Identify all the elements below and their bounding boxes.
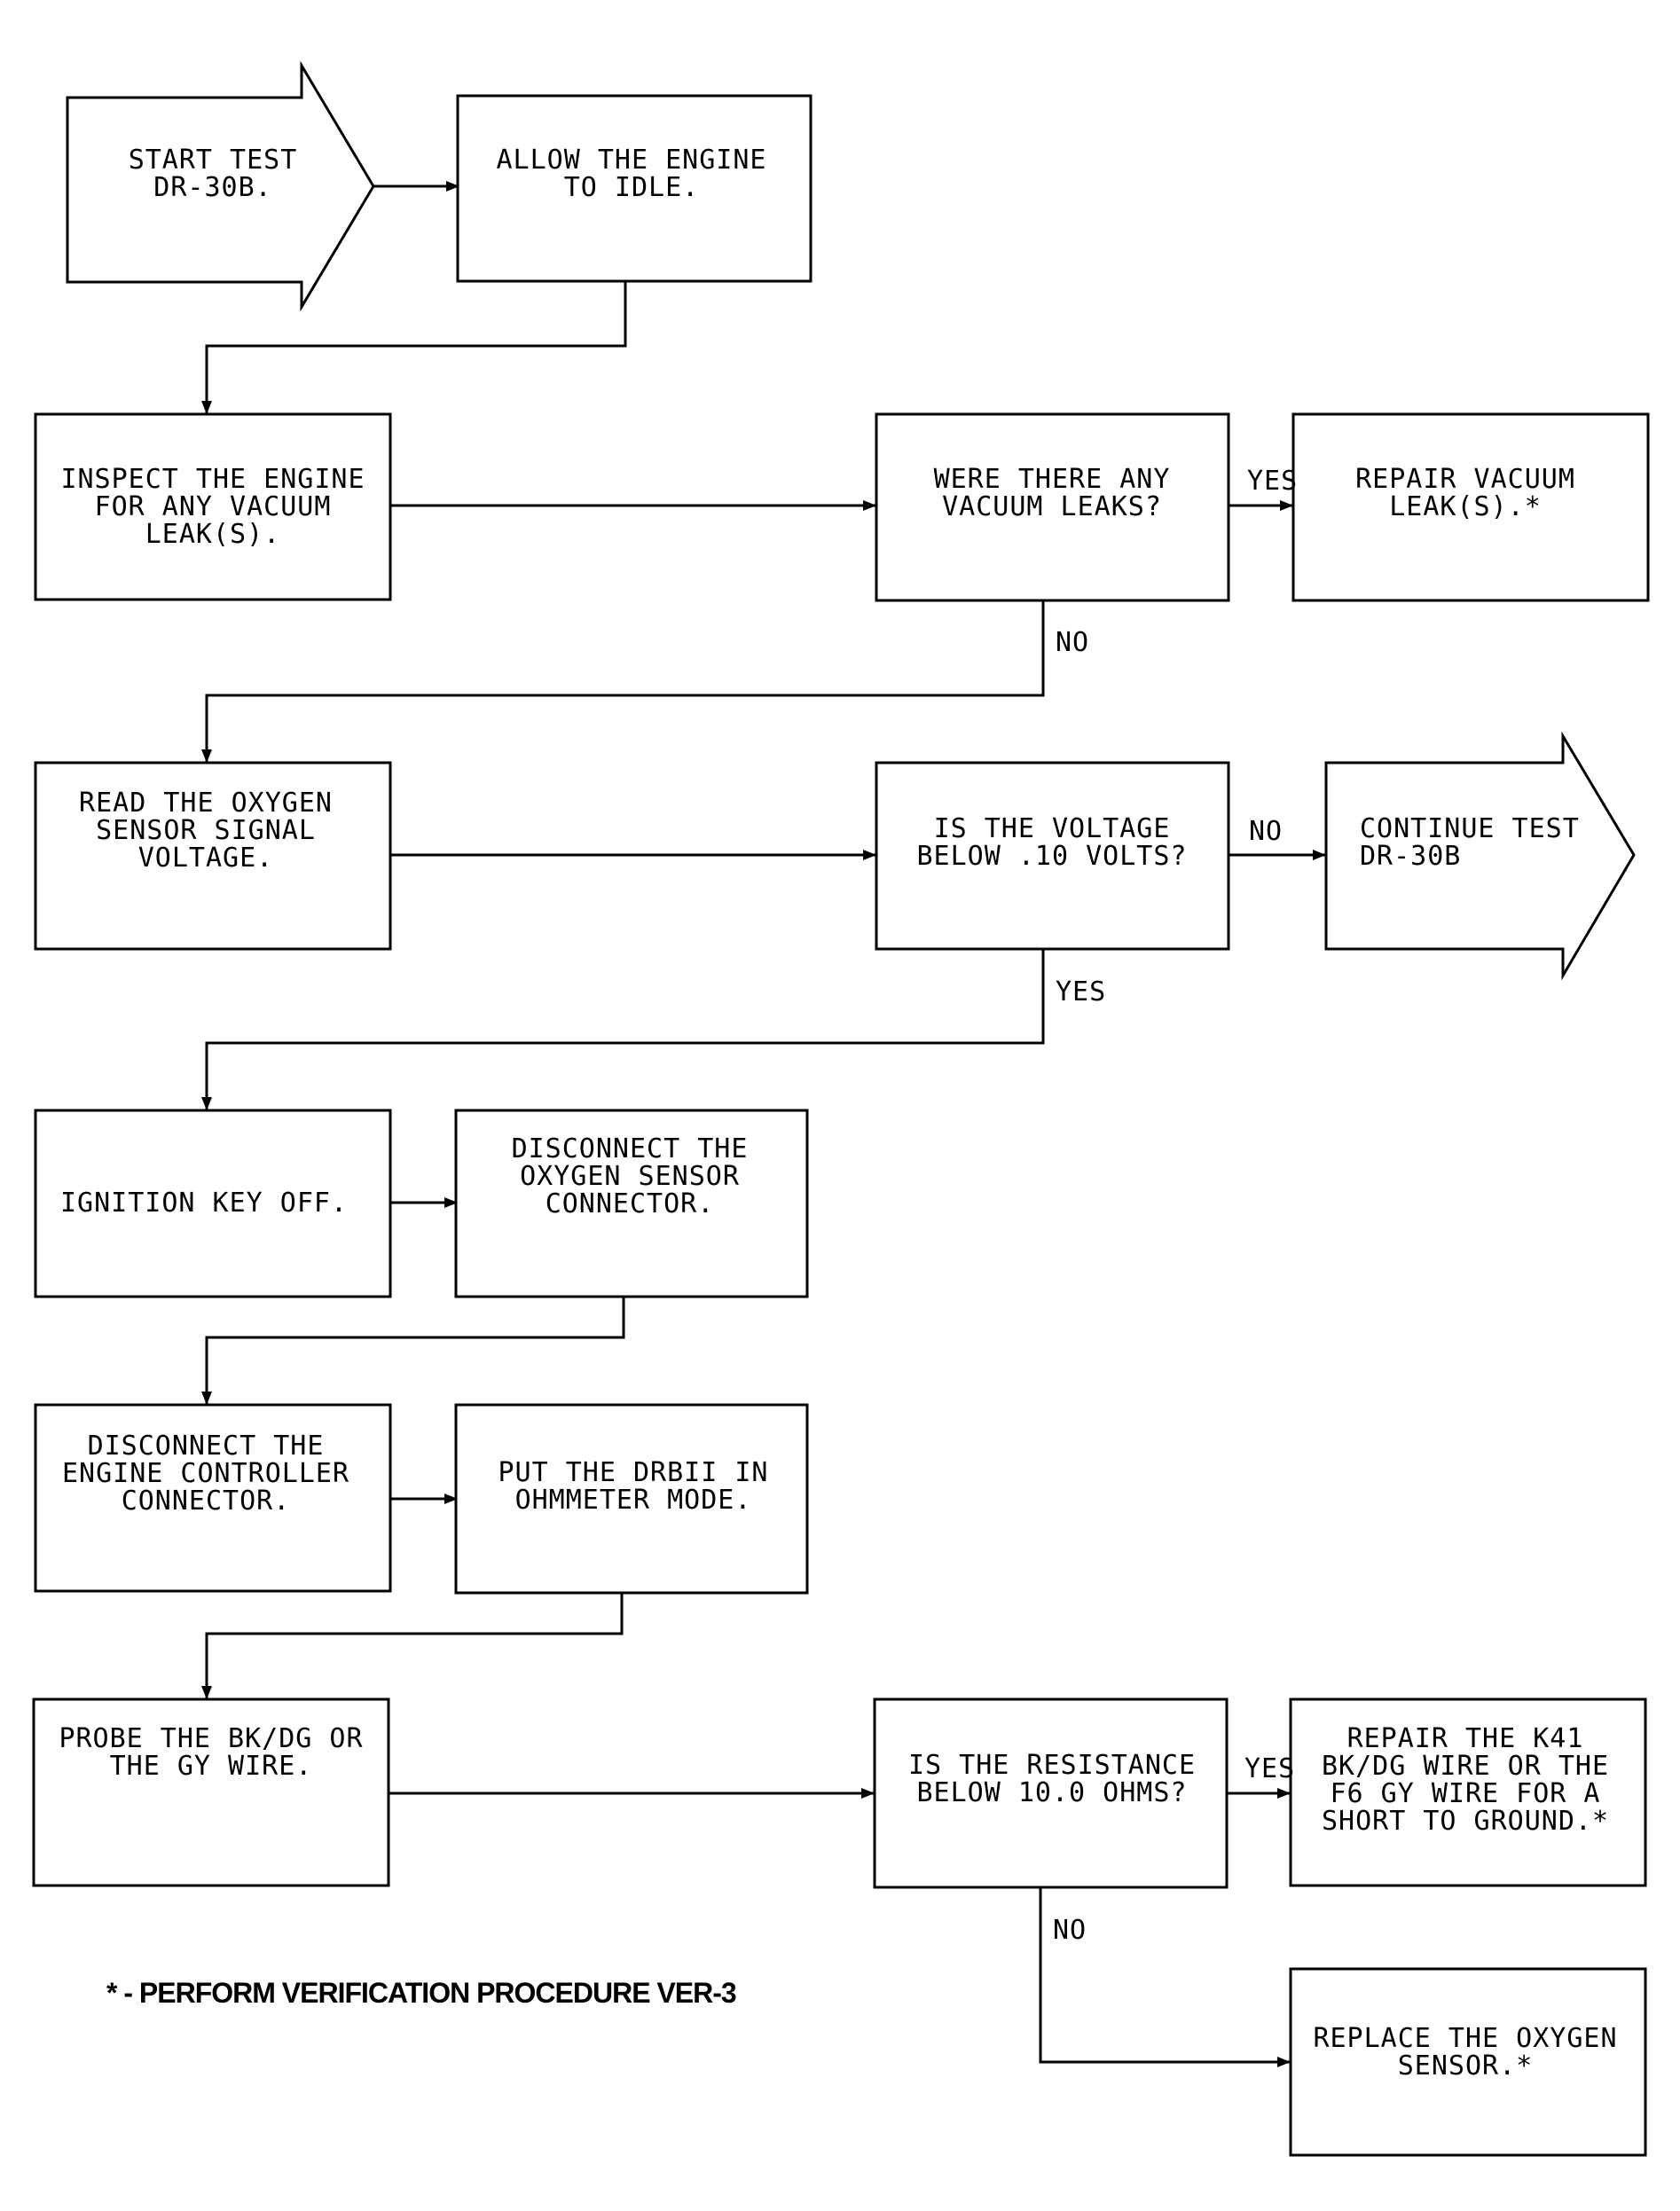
resistance-yes-label: YES <box>1244 1753 1295 1784</box>
repair-vacuum-label-line: REPAIR VACUUM <box>1355 464 1575 495</box>
repair-vacuum-box <box>1291 412 1650 602</box>
probe-wire-label-line: PROBE THE BK/DG OR <box>59 1723 363 1754</box>
vacuum-leaks-question-label-line: WERE THERE ANY <box>934 464 1171 495</box>
replace-o2-label-line: SENSOR.* <box>1398 2050 1534 2082</box>
disconnect-o2-label-line: CONNECTOR. <box>546 1188 715 1219</box>
edge-labels: YES NO NO YES YES NO <box>1053 466 1298 1946</box>
vacuum-yes-label: YES <box>1247 466 1298 497</box>
voltage-question-box <box>875 761 1230 951</box>
resistance-question-label-line: IS THE RESISTANCE <box>908 1750 1196 1781</box>
read-oxygen-label-line: VOLTAGE. <box>138 843 274 874</box>
resistance-question-label-line: BELOW 10.0 OHMS? <box>917 1777 1188 1808</box>
repair-k41-label-line: SHORT TO GROUND.* <box>1322 1806 1609 1837</box>
drbii-ohm-label-line: OHMMETER MODE. <box>515 1485 752 1516</box>
disconnect-ecu-label-line: ENGINE CONTROLLER <box>62 1458 349 1489</box>
drbii-ohm-box <box>454 1403 809 1595</box>
continue-test-label-line: CONTINUE TEST <box>1360 813 1580 844</box>
disconnect-o2-box <box>454 1109 809 1298</box>
start-test-label-line: START TEST <box>129 145 298 176</box>
repair-vacuum-label-line: LEAK(S).* <box>1389 491 1542 522</box>
ignition-off-label-line: IGNITION KEY OFF. <box>60 1188 348 1219</box>
inspect-engine-label-line: INSPECT THE ENGINE <box>60 464 365 495</box>
probe-wire-label-line: THE GY WIRE. <box>110 1751 313 1782</box>
voltage-question-label-line: IS THE VOLTAGE <box>934 813 1171 844</box>
voltage-no-label: NO <box>1249 816 1283 847</box>
allow-idle-label-line: ALLOW THE ENGINE <box>497 145 767 176</box>
inspect-engine-label-line: LEAK(S). <box>145 519 281 550</box>
connector-drbii-to-probe <box>201 1593 624 1699</box>
vacuum-leaks-question-box <box>875 412 1230 602</box>
voltage-yes-label: YES <box>1056 976 1106 1007</box>
allow-idle-label-line: TO IDLE. <box>564 172 700 203</box>
connector-resistance-no <box>1039 1887 1291 2067</box>
resistance-question-box <box>873 1697 1229 1889</box>
disconnect-o2-label-line: DISCONNECT THE <box>512 1133 749 1164</box>
disconnect-ecu-label-line: CONNECTOR. <box>122 1486 291 1517</box>
continue-test-arrow-shape <box>1324 731 1636 981</box>
inspect-engine-label-line: FOR ANY VACUUM <box>95 491 332 522</box>
connector-voltage-yes <box>201 949 1045 1110</box>
replace-o2-box <box>1289 1967 1647 2157</box>
allow-idle-box <box>456 94 813 283</box>
disconnect-ecu-label-line: DISCONNECT THE <box>88 1431 325 1462</box>
node-shapes <box>32 60 1650 2157</box>
connector-idle-to-inspect <box>201 281 627 414</box>
ignition-off-box <box>34 1109 392 1298</box>
repair-k41-label-line: REPAIR THE K41 <box>1347 1723 1584 1754</box>
read-oxygen-box <box>34 761 392 951</box>
voltage-question-label-line: BELOW .10 VOLTS? <box>917 841 1188 872</box>
disconnect-ecu-box <box>34 1403 392 1593</box>
disconnect-o2-label-line: OXYGEN SENSOR <box>520 1161 740 1192</box>
replace-o2-label-line: REPLACE THE OXYGEN <box>1313 2023 1617 2054</box>
ignition-off-label: IGNITION KEY OFF. <box>60 1188 348 1219</box>
read-oxygen-label-line: READ THE OXYGEN <box>79 788 333 819</box>
inspect-engine-box <box>34 412 392 601</box>
read-oxygen-label-line: SENSOR SIGNAL <box>96 815 316 846</box>
vacuum-leaks-question-label-line: VACUUM LEAKS? <box>942 491 1162 522</box>
vacuum-no-label: NO <box>1056 627 1089 658</box>
start-test-label-line: DR-30B. <box>153 172 271 203</box>
repair-k41-box <box>1289 1697 1647 1887</box>
repair-k41-label-line: BK/DG WIRE OR THE <box>1322 1751 1609 1782</box>
probe-wire-box <box>32 1697 390 1887</box>
start-test-arrow-shape <box>66 60 375 312</box>
connector-disconnect-o2-to-ecu <box>201 1297 625 1405</box>
repair-k41-label-line: F6 GY WIRE FOR A <box>1331 1778 1601 1809</box>
connectors <box>201 181 1326 2067</box>
connector-vacuum-no <box>201 600 1045 763</box>
resistance-no-label: NO <box>1053 1915 1087 1946</box>
footnote: * - PERFORM VERIFICATION PROCEDURE VER-3 <box>106 1977 736 2009</box>
drbii-ohm-label-line: PUT THE DRBII IN <box>499 1457 769 1488</box>
continue-test-label-line: DR-30B <box>1360 841 1461 872</box>
